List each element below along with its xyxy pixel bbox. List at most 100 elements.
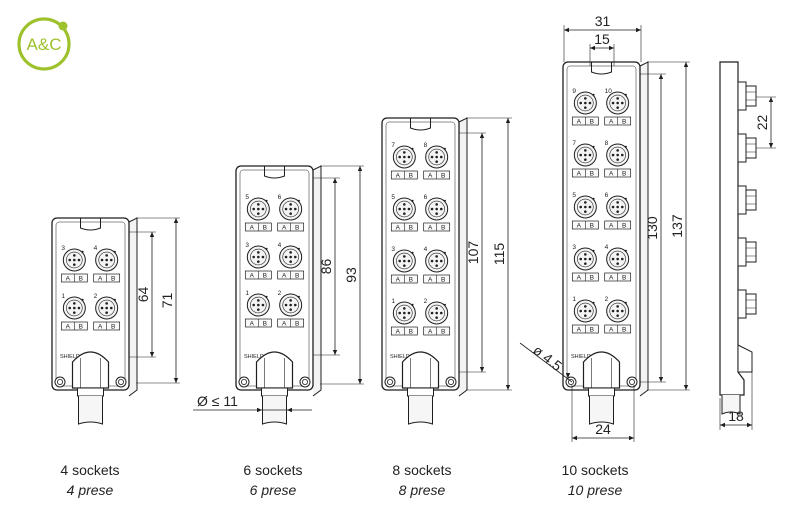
- socket-pin: [403, 155, 406, 159]
- dim-cable-diameter-label: Ø ≤ 11: [197, 393, 238, 409]
- dim-6-outer-label: 93: [343, 267, 359, 283]
- dimension-arrowhead: [720, 422, 725, 428]
- ab-label-b: B: [111, 276, 115, 283]
- socket-pin: [584, 201, 587, 204]
- shield-label: SHIELD: [244, 354, 264, 360]
- socket-pin: [293, 255, 297, 259]
- socket-6: 6: [278, 194, 303, 221]
- socket-number: 2: [605, 296, 609, 303]
- socket-pin: [620, 257, 624, 261]
- socket-pin: [616, 149, 619, 152]
- socket-pin: [435, 316, 438, 319]
- socket-7: 7: [572, 140, 597, 167]
- ab-label-b: B: [263, 321, 267, 328]
- side-body: [719, 61, 745, 396]
- ab-label-b: B: [295, 273, 299, 280]
- ab-label-a: A: [428, 329, 433, 336]
- socket-number: 4: [278, 242, 282, 249]
- dim-10-width-label: 31: [595, 13, 611, 29]
- socket-pin: [584, 262, 587, 265]
- socket-key: [411, 251, 414, 254]
- socket-number: 1: [245, 290, 249, 297]
- socket-pin: [620, 205, 624, 209]
- socket-number: 2: [278, 290, 282, 297]
- socket-pin: [616, 153, 619, 157]
- socket-number: 5: [572, 192, 576, 199]
- socket-pin: [403, 264, 406, 267]
- dim-10-bottom: 24: [572, 421, 634, 441]
- socket-pin: [73, 311, 76, 314]
- ab-label-b: B: [295, 225, 299, 232]
- dim-10-inner-label: 130: [644, 216, 660, 240]
- dim-10-outer-label: 137: [669, 214, 685, 238]
- mount-hole: [115, 376, 127, 388]
- ab-label-b: B: [590, 327, 594, 334]
- socket-pin: [289, 212, 292, 215]
- socket-pin: [584, 153, 587, 157]
- socket-9: 9: [572, 88, 597, 115]
- dimension-arrowhead: [768, 97, 774, 102]
- socket-3: 3: [245, 242, 270, 269]
- socket-inner: [282, 296, 299, 314]
- ab-label-b: B: [590, 171, 594, 178]
- side-cable: [721, 395, 741, 415]
- dim-10-outer: 137: [669, 62, 689, 390]
- ab-label-a: A: [282, 273, 287, 280]
- side-view: [719, 61, 757, 415]
- ab-label-a: A: [66, 324, 71, 331]
- socket-pin: [73, 263, 76, 266]
- dim-6-inner: 86: [318, 178, 338, 355]
- socket-pin: [579, 153, 583, 157]
- mount-hole: [299, 376, 311, 388]
- socket-inner: [282, 200, 299, 218]
- socket-inner: [577, 302, 594, 320]
- socket-pin: [398, 259, 402, 263]
- ab-label-b: B: [622, 275, 626, 282]
- socket-pin: [588, 101, 592, 105]
- socket-number: 7: [391, 142, 395, 149]
- top-mount-slot: [410, 118, 431, 131]
- socket-pin: [289, 203, 292, 206]
- socket-key: [443, 147, 446, 150]
- socket-number: 8: [605, 140, 609, 147]
- dim-8-outer-label: 115: [491, 243, 507, 266]
- socket-pin: [439, 311, 443, 315]
- dimension-arrowhead: [683, 62, 689, 67]
- socket-key: [265, 295, 268, 298]
- dimension-arrowhead: [658, 74, 664, 79]
- socket-pin: [68, 258, 72, 262]
- ab-label-a: A: [609, 327, 614, 334]
- socket-7: 7: [391, 142, 416, 169]
- caption-4-sockets-en: 4 sockets: [60, 462, 120, 478]
- top-mount-slot: [264, 166, 285, 179]
- caption-10-sockets-en: 10 sockets: [561, 462, 629, 478]
- socket-2: 2: [424, 298, 449, 325]
- socket-pin: [100, 306, 104, 310]
- socket-key: [624, 93, 627, 96]
- socket-pin: [579, 101, 583, 105]
- dim-8-outer: 115: [491, 118, 511, 390]
- gland-collar: [261, 387, 288, 397]
- ab-label-b: B: [622, 119, 626, 126]
- socket-pin: [611, 309, 615, 313]
- socket-inner: [609, 94, 626, 112]
- socket-pin: [73, 306, 76, 310]
- mount-hole-inner: [568, 378, 575, 385]
- mount-hole-inner: [629, 378, 636, 385]
- socket-pin: [435, 160, 438, 163]
- socket-pin: [252, 303, 256, 307]
- logo-dot: [58, 21, 68, 31]
- dimension-arrowhead: [747, 422, 752, 428]
- socket-3: 3: [391, 246, 416, 273]
- ab-label-b: B: [590, 223, 594, 230]
- socket-pin: [252, 207, 256, 211]
